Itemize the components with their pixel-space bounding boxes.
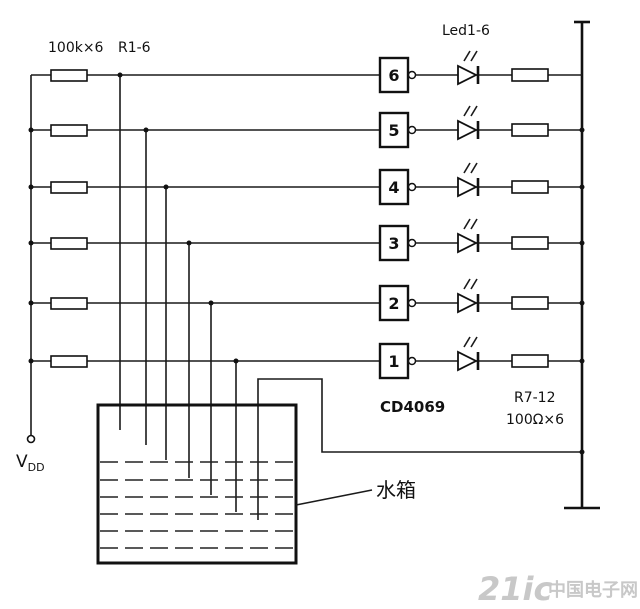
resistor-r9	[511, 180, 549, 194]
resistor-r3	[50, 181, 88, 194]
pullup-resistors	[50, 69, 88, 368]
resistor-bottom-group-label: R7-12	[514, 390, 556, 406]
watermark-text: 中国电子网	[548, 579, 638, 601]
led-group-label: Led1-6	[442, 23, 490, 39]
resistor-r8	[511, 123, 549, 137]
led-6	[457, 50, 480, 86]
gate-2	[378, 284, 410, 322]
vdd-label: VDD	[16, 452, 45, 474]
led-4	[457, 162, 480, 198]
watermark-logo: 21ic	[478, 570, 553, 608]
probe-electrodes	[117, 72, 239, 512]
led-1	[457, 336, 480, 372]
row-wires	[31, 74, 380, 362]
gate-numbers: 6 5 4 3 2 1	[388, 66, 399, 371]
gate-number: 6	[388, 66, 399, 85]
resistor-r7	[511, 68, 549, 82]
gate-number: 3	[388, 234, 399, 253]
resistor-r5	[50, 297, 88, 310]
resistor-r12	[511, 354, 549, 368]
resistor-r2	[50, 124, 88, 137]
gate-number: 5	[388, 121, 399, 140]
water-tank	[96, 403, 298, 565]
gate-number: 4	[388, 178, 399, 197]
gate-number: 1	[388, 352, 399, 371]
led-resistors	[511, 68, 549, 368]
resistor-r10	[511, 236, 549, 250]
led-5	[457, 105, 480, 141]
resistor-bottom-value-label: 100Ω×6	[506, 412, 564, 428]
water-level-lines	[100, 461, 294, 549]
leds	[457, 50, 480, 372]
tank-leader-line	[295, 489, 373, 506]
resistor-value-label: 100k×6	[48, 40, 104, 56]
resistor-group-label: R1-6	[118, 40, 151, 56]
gate-6	[378, 56, 410, 94]
vdd-terminal	[26, 434, 36, 444]
left-junctions	[28, 127, 34, 364]
ic-label: CD4069	[380, 398, 445, 416]
inverter-gates	[378, 56, 417, 380]
tank-label: 水箱	[376, 478, 416, 502]
gate-1	[378, 342, 410, 380]
led-3	[457, 218, 480, 254]
gate-number: 2	[388, 294, 399, 313]
resistor-r6	[50, 355, 88, 368]
gate-4	[378, 168, 410, 206]
common-electrode	[257, 378, 582, 520]
output-wires	[416, 74, 585, 364]
resistor-r4	[50, 237, 88, 250]
resistor-r1	[50, 69, 88, 82]
led-2	[457, 278, 480, 314]
resistor-r11	[511, 296, 549, 310]
